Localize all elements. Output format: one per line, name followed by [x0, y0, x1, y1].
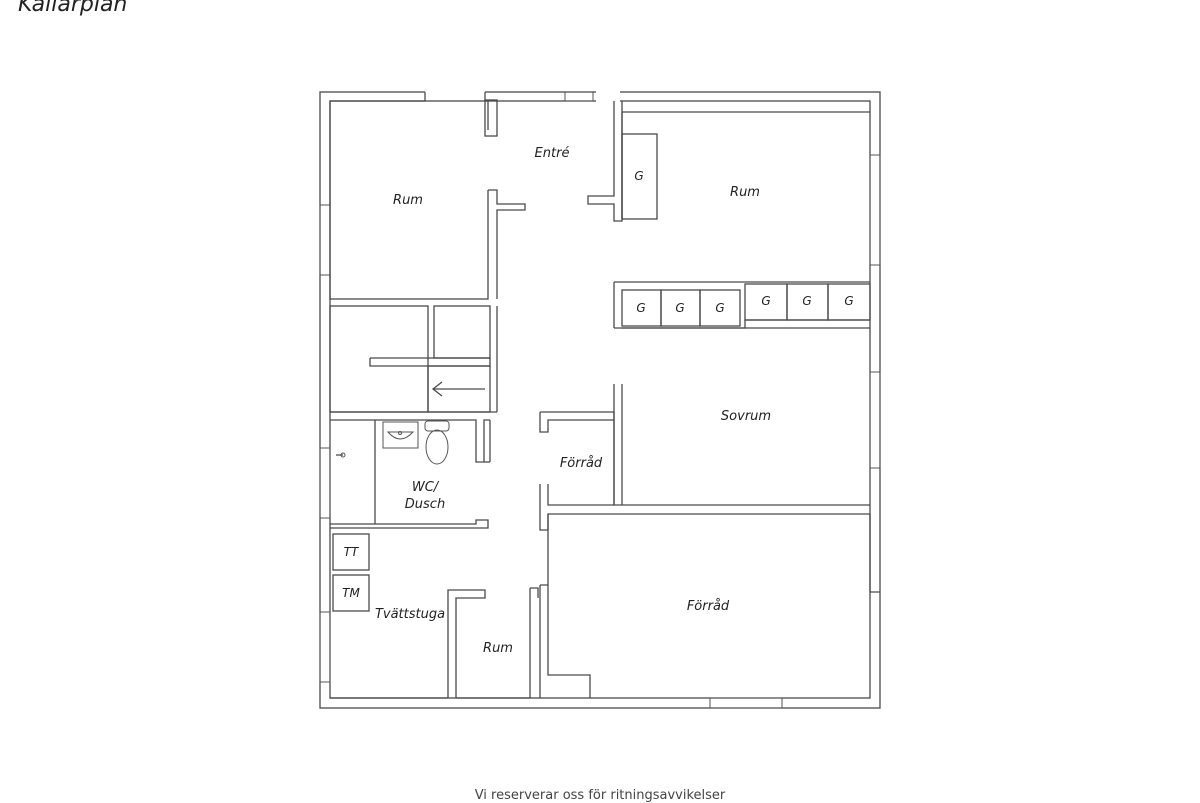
- closet-g: [827, 283, 871, 321]
- label-dusch: Dusch: [405, 497, 445, 512]
- toilet-icon: [424, 420, 450, 432]
- window: [319, 611, 331, 683]
- label-g: G: [761, 294, 770, 308]
- window: [564, 91, 594, 102]
- window: [319, 447, 331, 519]
- label-tvattstuga: Tvättstuga: [375, 607, 445, 622]
- label-tm: TM: [342, 586, 360, 600]
- arrow-head: [431, 381, 443, 397]
- tt-box: [332, 533, 370, 571]
- closet-g: [699, 289, 741, 327]
- footer-note: Vi reserverar oss för ritningsavvikelser: [474, 788, 726, 803]
- label-g: G: [802, 294, 811, 308]
- label-g: G: [636, 301, 645, 315]
- label-g: G: [844, 294, 853, 308]
- label-g: G: [675, 301, 684, 315]
- room-rum-nw: [329, 100, 489, 300]
- tm-box: [332, 574, 370, 612]
- label-entre: Entré: [535, 146, 570, 161]
- label-g-closet: G: [634, 169, 643, 183]
- page-title: Källarplan: [18, 0, 128, 17]
- label-wc: WC/: [412, 480, 440, 495]
- label-rum-s: Rum: [483, 641, 513, 656]
- label-forrad-large: Förråd: [687, 599, 730, 614]
- label-sovrum: Sovrum: [721, 409, 771, 424]
- label-rum-nw: Rum: [393, 193, 423, 208]
- label-rum-ne: Rum: [730, 185, 760, 200]
- window: [869, 371, 881, 469]
- wall-stub: [484, 99, 498, 137]
- label-forrad-small: Förråd: [560, 456, 603, 471]
- window: [709, 697, 783, 709]
- label-tt: TT: [344, 545, 360, 559]
- label-g: G: [715, 301, 724, 315]
- window: [869, 154, 881, 266]
- sink-icon: [382, 421, 419, 449]
